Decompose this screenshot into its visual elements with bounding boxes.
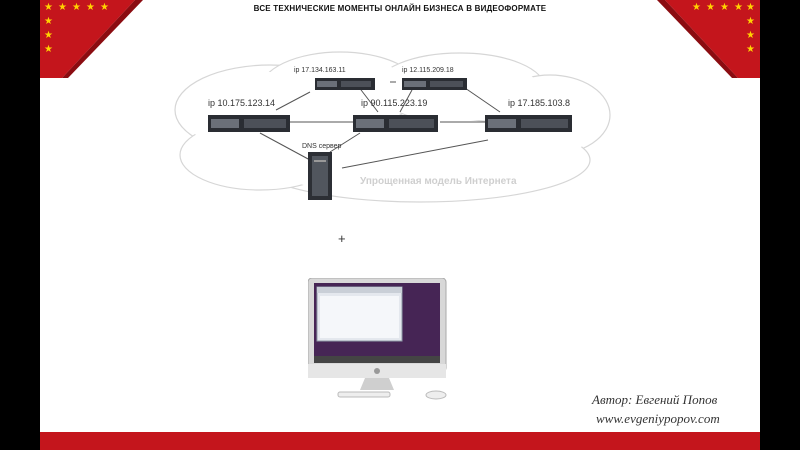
star-icon: ★ [734, 2, 743, 13]
star-icon: ★ [746, 16, 755, 27]
network-diagram [174, 51, 611, 203]
cursor-crosshair: + [338, 231, 346, 246]
star-icon: ★ [706, 2, 715, 13]
star-icon: ★ [72, 2, 81, 13]
dns-server-label: DNS сервер [302, 143, 342, 150]
network-links [259, 81, 501, 169]
network-caption: Упрощенная модель Интернета [360, 176, 517, 187]
slide: ВСЕ ТЕХНИЧЕСКИЕ МОМЕНТЫ ОНЛАЙН БИЗНЕСА В… [40, 0, 760, 450]
right-letterbox [760, 0, 800, 450]
left-letterbox [0, 0, 40, 450]
dns-server-tower [308, 152, 332, 200]
author-website: www.evgeniypopov.com [596, 411, 720, 426]
star-icon: ★ [44, 44, 53, 55]
corner-decoration-right [657, 0, 760, 78]
server-top-left-ip: ip 17.134.163.11 [294, 67, 346, 74]
star-icon: ★ [746, 30, 755, 41]
server-right [485, 115, 572, 132]
server-center-ip: ip 90.115.223.19 [361, 98, 428, 108]
server-right-ip: ip 17.185.103.8 [508, 98, 571, 108]
star-icon: ★ [58, 2, 67, 13]
server-center [353, 115, 438, 132]
server-left [208, 115, 290, 132]
star-icon: ★ [44, 2, 53, 13]
server-top-left [315, 78, 375, 90]
corner-decoration-left [40, 0, 143, 78]
server-top-right-ip: ip 12.115.209.18 [402, 67, 454, 74]
bottom-frame [40, 432, 760, 450]
slide-title: ВСЕ ТЕХНИЧЕСКИЕ МОМЕНТЫ ОНЛАЙН БИЗНЕСА В… [253, 4, 547, 13]
star-icon: ★ [720, 2, 729, 13]
server-left-ip: ip 10.175.123.14 [208, 98, 276, 108]
star-icon: ★ [746, 2, 755, 13]
star-icon: ★ [746, 44, 755, 55]
star-icon: ★ [44, 30, 53, 41]
star-icon: ★ [100, 2, 109, 13]
author-name: Автор: Евгений Попов [592, 392, 718, 407]
star-icon: ★ [692, 2, 701, 13]
star-icon: ★ [86, 2, 95, 13]
imac-computer [308, 278, 447, 400]
star-icon: ★ [44, 16, 53, 27]
server-top-right [402, 78, 467, 90]
